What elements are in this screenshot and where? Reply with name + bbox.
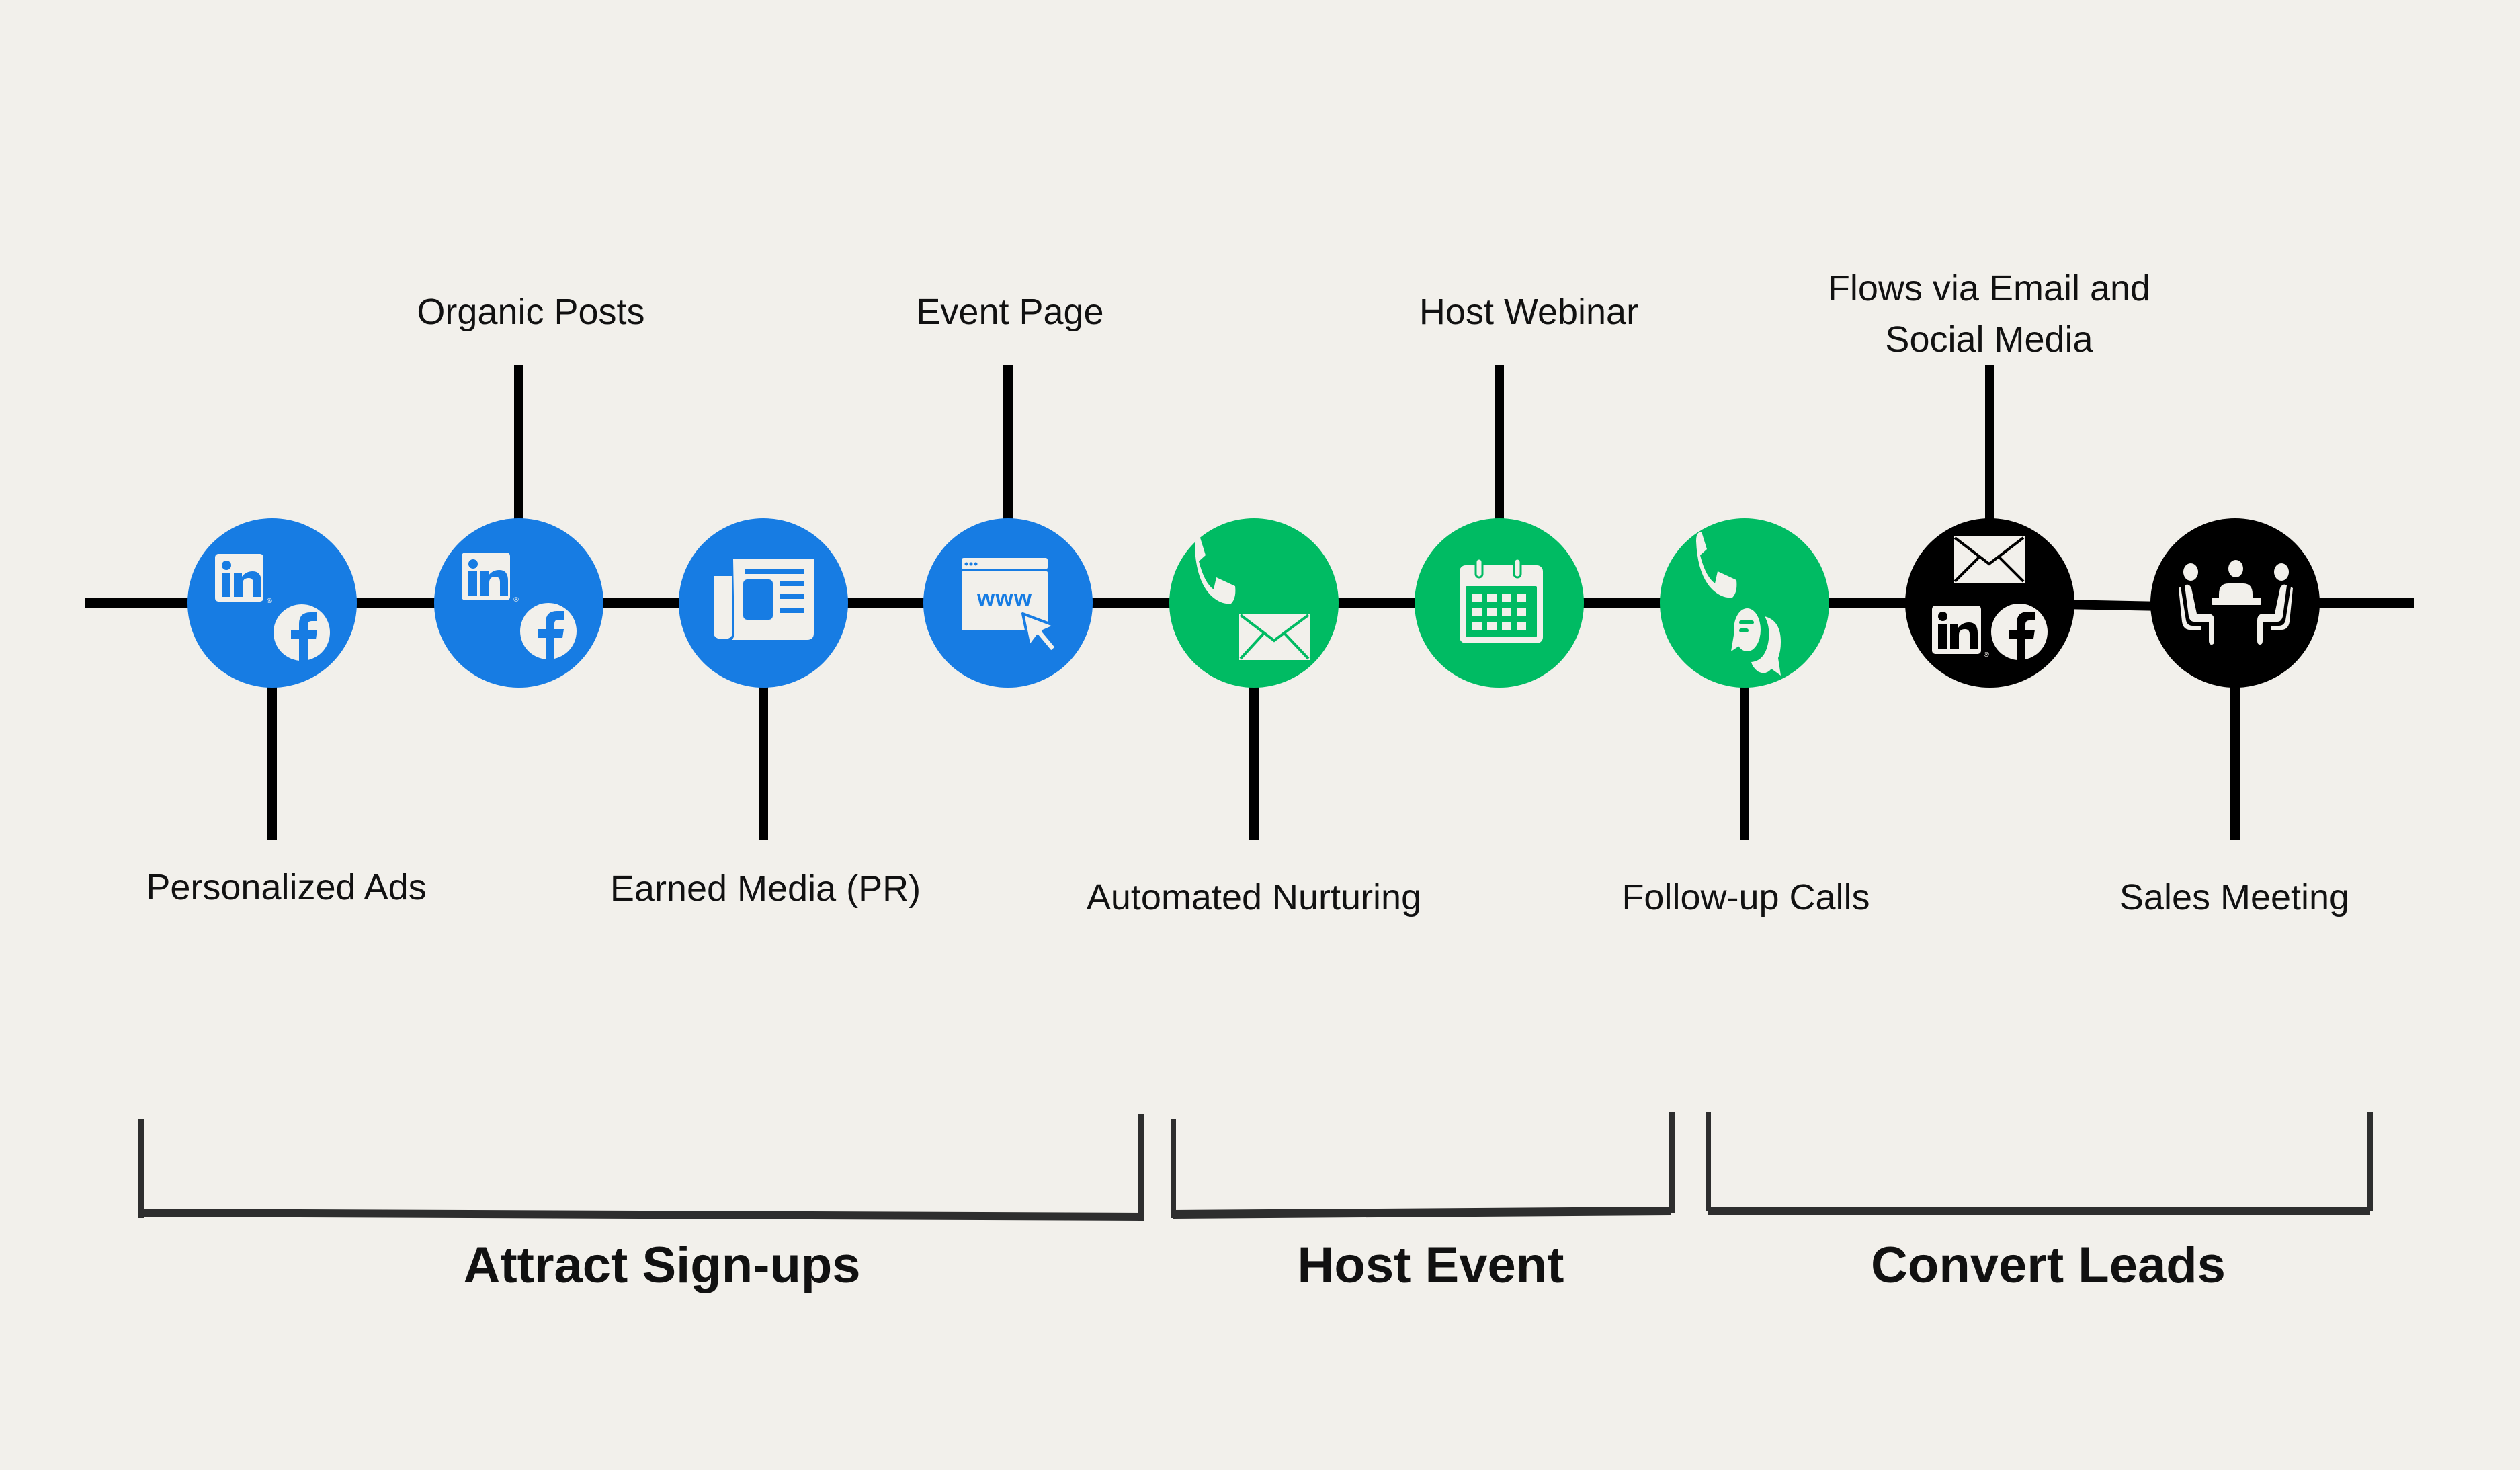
facebook-icon [1991, 604, 2048, 660]
step-event-page[interactable]: www [923, 518, 1093, 688]
web-page-icon: www [962, 558, 1058, 653]
meeting-icon [2179, 560, 2293, 645]
label-sales-meeting: Sales Meeting [2119, 877, 2349, 917]
svg-text:®: ® [266, 598, 273, 605]
label-host-webinar: Host Webinar [1419, 292, 1638, 332]
label-follow-up-calls: Follow-up Calls [1622, 877, 1870, 917]
svg-text:®: ® [1983, 651, 1990, 659]
phase-bracket-convert [1706, 1112, 2373, 1215]
step-earned-media[interactable] [679, 518, 848, 688]
linkedin-icon: ® [215, 554, 273, 605]
stems [267, 365, 2240, 840]
calendar-icon [1460, 557, 1543, 643]
svg-text:www: www [976, 585, 1032, 611]
envelope-icon [1954, 536, 2025, 583]
linkedin-icon: ® [462, 553, 519, 604]
stem-event-page [1003, 365, 1013, 521]
svg-text:®: ® [513, 596, 519, 604]
facebook-icon [274, 604, 330, 661]
newspaper-icon [714, 559, 814, 640]
step-organic-posts[interactable]: ® [434, 518, 603, 688]
linkedin-icon: ® [1932, 606, 1990, 659]
stem-earned-media [759, 686, 768, 840]
step-host-webinar[interactable] [1415, 518, 1584, 688]
chat-bubbles-icon [1731, 608, 1781, 676]
phase-labels: Attract Sign-ups Host Event Convert Lead… [463, 1237, 2226, 1294]
label-automated-nurturing: Automated Nurturing [1087, 877, 1421, 917]
label-personalized-ads: Personalized Ads [146, 867, 426, 907]
phase-bracket-host [1171, 1112, 1675, 1219]
phase-label-attract: Attract Sign-ups [463, 1237, 860, 1294]
step-flows-email-social[interactable]: ® [1905, 518, 2074, 688]
label-organic-posts: Organic Posts [417, 292, 644, 332]
node-circle [1660, 518, 1829, 688]
label-flows-line-1: Flows via Email and [1828, 268, 2150, 309]
stem-flows-email-social [1985, 365, 1994, 521]
step-follow-up-calls[interactable] [1660, 518, 1829, 688]
facebook-icon [520, 603, 577, 659]
label-flows-line-2: Social Media [1885, 319, 2093, 360]
envelope-icon [1239, 614, 1310, 660]
stem-sales-meeting [2230, 686, 2240, 840]
stem-automated-nurturing [1249, 686, 1259, 840]
phase-label-host: Host Event [1298, 1237, 1564, 1294]
phone-icon [1696, 532, 1737, 598]
stem-follow-up-calls [1740, 686, 1749, 840]
stem-host-webinar [1495, 365, 1504, 521]
phase-bracket-attract [138, 1114, 1144, 1221]
phase-label-convert: Convert Leads [1871, 1237, 2226, 1294]
step-automated-nurturing[interactable] [1169, 518, 1339, 688]
label-earned-media: Earned Media (PR) [610, 868, 921, 909]
phone-icon [1195, 538, 1236, 604]
step-sales-meeting[interactable] [2150, 518, 2320, 688]
step-personalized-ads[interactable]: ® [187, 518, 357, 688]
label-event-page: Event Page [916, 292, 1103, 332]
node-circle [1169, 518, 1339, 688]
step-labels: Personalized Ads Organic Posts Earned Me… [146, 268, 2349, 917]
stem-organic-posts [514, 365, 523, 521]
stem-personalized-ads [267, 686, 277, 840]
